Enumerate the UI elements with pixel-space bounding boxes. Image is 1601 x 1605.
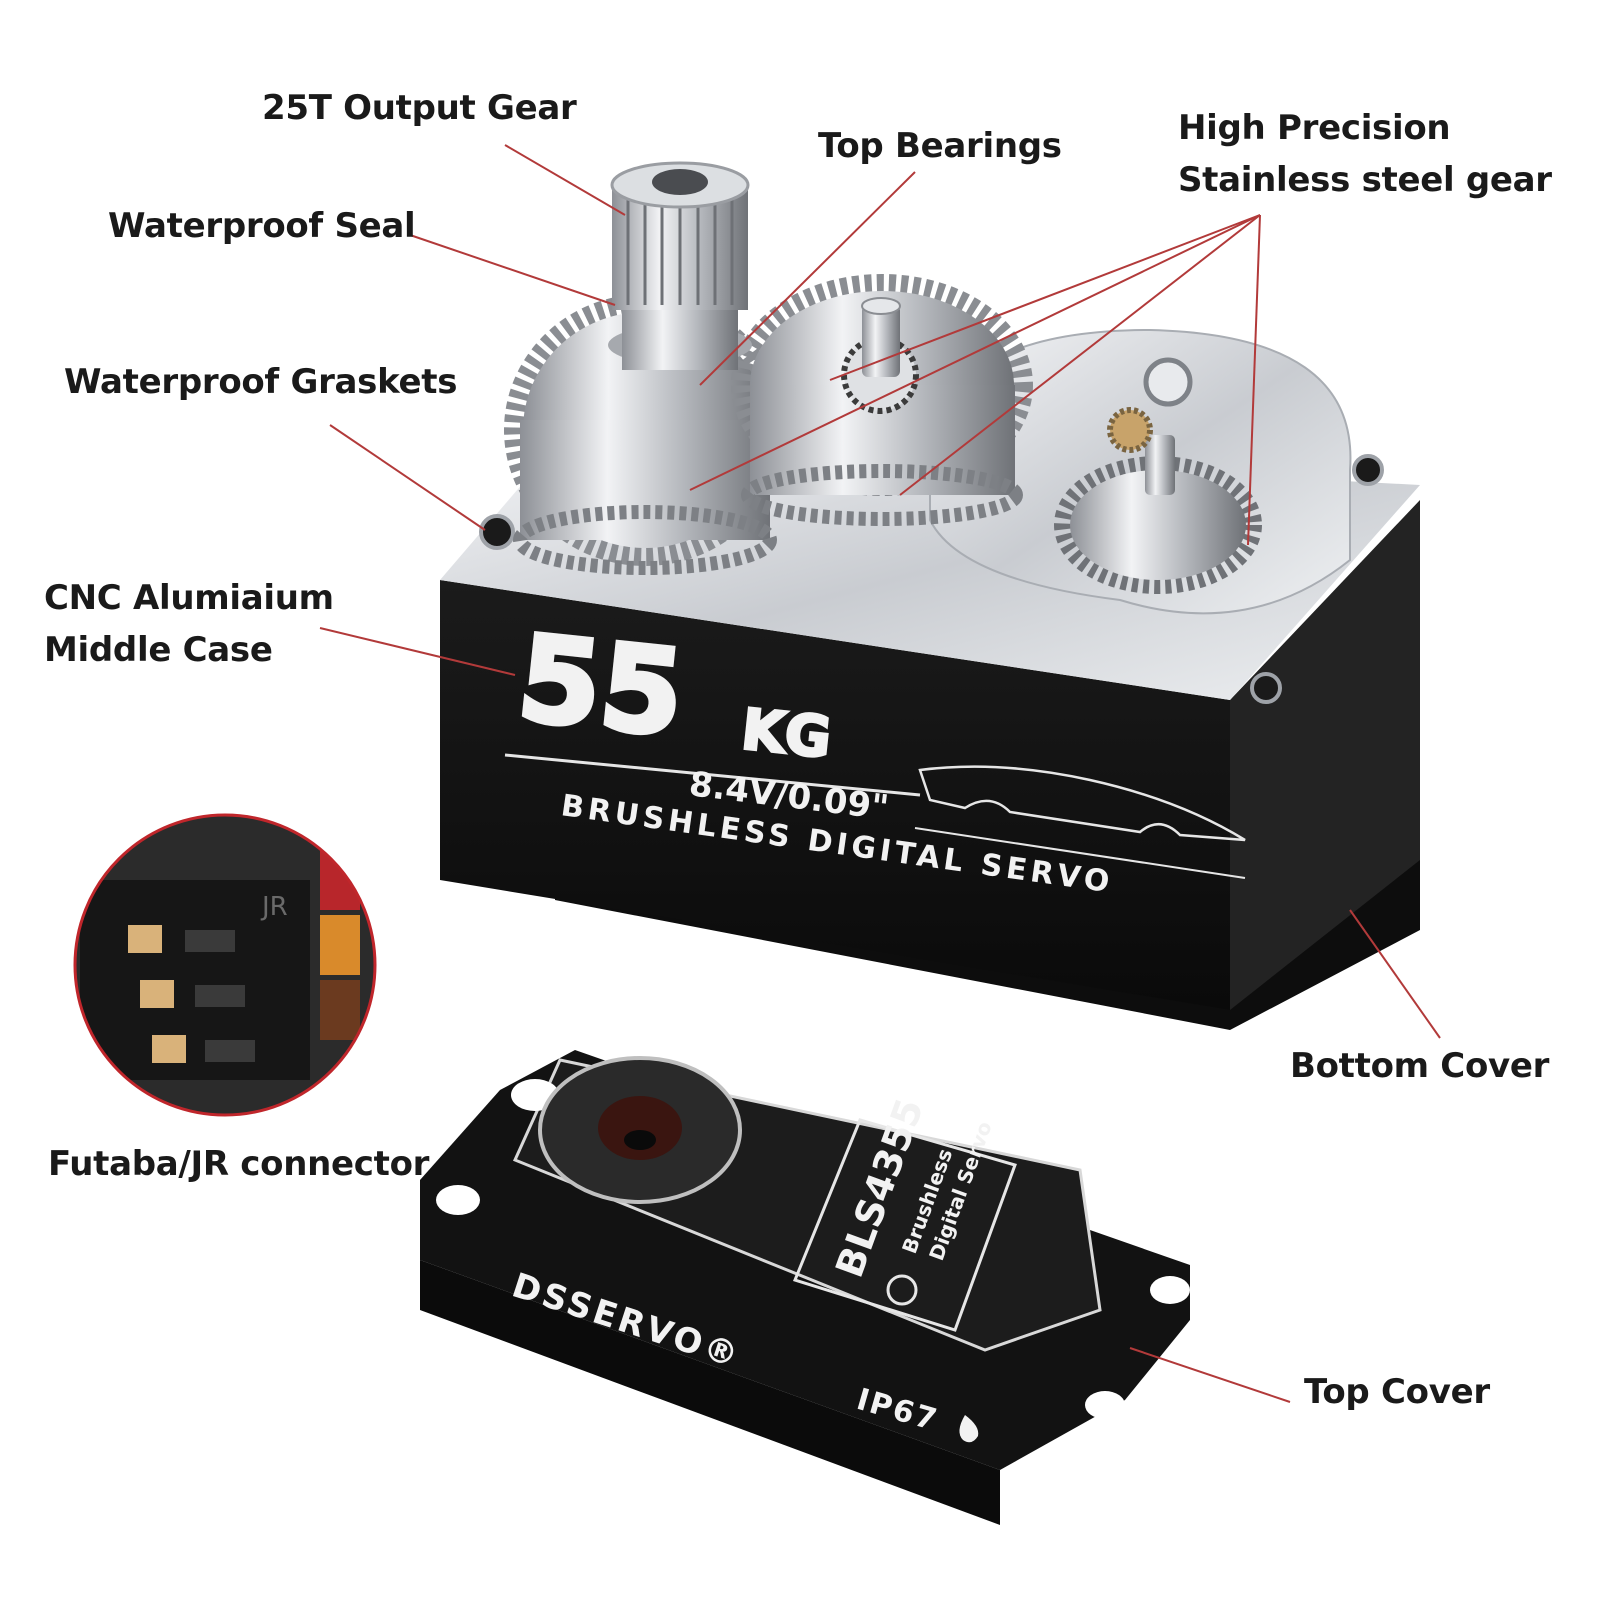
- model-label-box: [792, 1118, 1017, 1332]
- label-precision-gear-line1: High Precision: [1178, 108, 1451, 148]
- middle-case-front: [440, 580, 1230, 1010]
- leader-line: [409, 234, 616, 306]
- mount-hole: [1143, 357, 1193, 407]
- top-cover-part: BLS4355 Brushless Digital Servo DSSERVO®…: [420, 1050, 1190, 1525]
- leader-line: [1247, 214, 1261, 546]
- torque-unit: KG: [739, 697, 835, 771]
- mount-slot: [436, 1185, 480, 1215]
- label-precision-gear: High Precision Stainless steel gear: [1178, 102, 1552, 206]
- connector-inset: JR: [73, 813, 377, 1117]
- etched-line: [914, 827, 1246, 879]
- servo-main-body: 55 KG 8.4V/0.09" BRUSHLESS DIGITAL SERVO: [440, 161, 1420, 1030]
- label-top-bearings: Top Bearings: [818, 126, 1062, 166]
- small-gears: [1054, 407, 1262, 594]
- middle-case-side: [1230, 500, 1420, 1010]
- label-bottom-cover: Bottom Cover: [1290, 1046, 1550, 1086]
- leader-line: [699, 171, 916, 386]
- connector-pin: [140, 980, 174, 1008]
- mount-hole: [479, 514, 515, 550]
- inset-ring: [73, 813, 377, 1117]
- leader-line: [504, 144, 626, 216]
- torque-number: 55: [512, 609, 690, 763]
- label-waterproof-seal: Waterproof Seal: [108, 206, 416, 246]
- mount-slot: [1150, 1276, 1190, 1304]
- mount-hole: [1250, 672, 1282, 704]
- car-silhouette-icon: [918, 765, 1246, 842]
- leader-lines: [319, 144, 1441, 1403]
- label-output-gear: 25T Output Gear: [262, 88, 577, 128]
- pinion-gear: [1107, 407, 1153, 453]
- brand-logo-icon: [886, 1274, 918, 1306]
- leader-line: [1349, 909, 1441, 1039]
- connector-mark: JR: [260, 892, 288, 922]
- label-middle-case-line2: Middle Case: [44, 630, 273, 670]
- idler-gear: [731, 274, 1033, 526]
- idler-shaft: [862, 305, 900, 377]
- pinion-shaft: [1145, 435, 1175, 495]
- label-waterproof-gaskets: Waterproof Graskets: [64, 362, 458, 402]
- output-gear-large: [504, 294, 786, 575]
- mount-hole: [1352, 454, 1384, 486]
- leader-line: [329, 424, 486, 531]
- connector-pin: [152, 1035, 186, 1063]
- etched-line: [504, 753, 921, 797]
- label-middle-case: CNC Alumiaium Middle Case: [44, 572, 334, 676]
- label-top-cover: Top Cover: [1304, 1372, 1490, 1412]
- leader-line: [899, 214, 1261, 496]
- leader-line: [319, 627, 516, 676]
- leader-line: [1129, 1347, 1291, 1403]
- connector-pin: [128, 925, 162, 953]
- leader-line: [689, 214, 1261, 491]
- leader-line: [829, 214, 1261, 381]
- output-spline-shaft: [608, 161, 752, 370]
- label-middle-case-line1: CNC Alumiaium: [44, 578, 334, 618]
- mount-slot: [1085, 1391, 1125, 1419]
- top-cover-front: [420, 1260, 1000, 1525]
- label-connector: Futaba/JR connector: [48, 1144, 430, 1184]
- label-precision-gear-line2: Stainless steel gear: [1178, 160, 1552, 200]
- water-drop-icon: [959, 1415, 979, 1443]
